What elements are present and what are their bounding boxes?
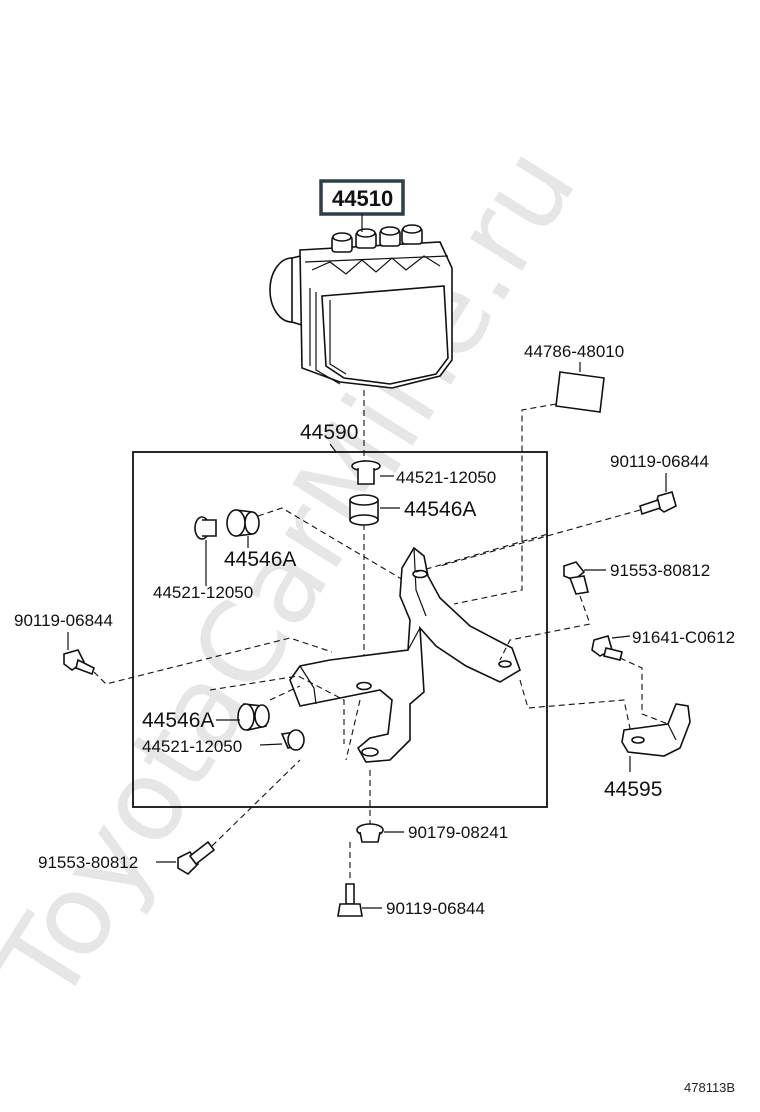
callout-44521-12050-left[interactable]: 44521-12050 [153,583,253,602]
callout-91641-c0612[interactable]: 91641-C0612 [632,628,735,647]
bolt-top-right-part[interactable] [639,491,677,516]
callout-44595[interactable]: 44595 [604,778,662,801]
drawing-code: 478113B [684,1080,735,1095]
cushion-top-part[interactable] [349,494,379,526]
callout-44786-48010[interactable]: 44786-48010 [524,342,624,361]
callout-44521-12050-top[interactable]: 44521-12050 [396,468,496,487]
label-sticker-part[interactable] [555,371,605,413]
abs-actuator-unit[interactable] [269,224,453,389]
callout-91553-80812-right[interactable]: 91553-80812 [610,561,710,580]
cushion-left-part[interactable] [226,509,260,537]
abs-bracket-part[interactable] [289,546,521,763]
bolt-left-part[interactable] [63,649,95,676]
callout-44546a-lower[interactable]: 44546A [142,709,214,732]
bolt-bottom-part[interactable] [337,883,363,917]
callout-44546a-left[interactable]: 44546A [224,548,296,571]
callout-44546a-top[interactable]: 44546A [404,498,476,521]
sub-bracket-44595-part[interactable] [621,703,691,757]
callout-90179-08241[interactable]: 90179-08241 [408,823,508,842]
callout-44521-12050-lower[interactable]: 44521-12050 [142,737,242,756]
bracket-assembly-frame [132,451,548,808]
callout-44510[interactable]: 44510 [332,186,393,211]
actuator-ports [331,224,423,253]
callout-90119-06844-bottom[interactable]: 90119-06844 [386,899,485,918]
cushion-lower-part[interactable] [237,703,270,731]
bolt-bottom-left-part[interactable] [177,840,216,876]
screw-right-part[interactable] [591,635,623,661]
nut-bottom-part[interactable] [356,823,384,843]
collar-top-part[interactable] [351,460,381,485]
bolt-right-part[interactable] [563,561,589,595]
collar-left-part[interactable] [194,516,217,540]
callout-91553-80812-bottom-left[interactable]: 91553-80812 [38,853,138,872]
callout-44590[interactable]: 44590 [300,421,358,444]
callout-90119-06844-top-right[interactable]: 90119-06844 [610,452,709,471]
callout-90119-06844-left[interactable]: 90119-06844 [14,611,113,630]
collar-lower-part[interactable] [280,729,305,751]
